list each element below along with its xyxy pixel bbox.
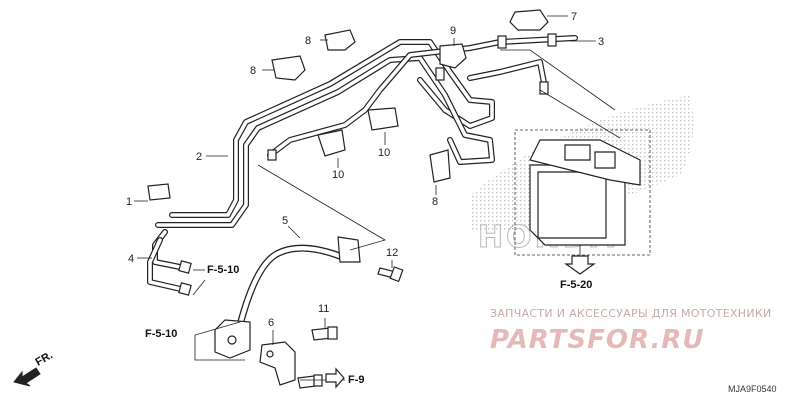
callout-9: 9 [450, 25, 456, 37]
callout-7: 7 [571, 11, 577, 23]
brake-hose [214, 236, 361, 359]
brake-pipe-bundle [155, 35, 578, 228]
pipe-fittings [267, 33, 557, 161]
callout-2: 2 [196, 151, 202, 163]
callout-10a: 10 [332, 169, 344, 181]
ref-f-5-10-lower: F-5-10 [145, 328, 177, 340]
front-label: FR. [34, 349, 55, 368]
abs-modulator [514, 129, 651, 256]
callout-12: 12 [386, 247, 398, 259]
ref-f-5-20: F-5-20 [560, 279, 592, 291]
down-arrow-icon [564, 255, 596, 275]
watermark-tagline: ЗАПЧАСТИ И АКСЕССУАРЫ ДЛЯ МОТОТЕХНИКИ [490, 307, 772, 320]
reference-arrows [13, 255, 596, 389]
callout-8a: 8 [305, 35, 311, 47]
leader-lines [134, 15, 621, 381]
callout-8b: 8 [250, 65, 256, 77]
site-watermark: ЗАПЧАСТИ И АКСЕССУАРЫ ДЛЯ МОТОТЕХНИКИ PA… [490, 307, 772, 355]
pipe-clamps [147, 9, 549, 201]
ref-f-5-10-upper: F-5-10 [207, 264, 239, 276]
callout-6: 6 [268, 317, 274, 329]
callout-11: 11 [318, 303, 329, 315]
part-code: MJA9F0540 [728, 384, 777, 394]
front-arrow-icon [13, 367, 41, 387]
watermark-logo-text: PARTSFOR.RU [490, 325, 704, 355]
callout-1: 1 [126, 196, 132, 208]
brake-pipe-lower [147, 229, 192, 296]
hose-bracket [259, 341, 296, 386]
bolts [297, 266, 404, 389]
callout-5: 5 [282, 215, 288, 227]
callout-8c: 8 [432, 196, 438, 208]
callout-numbers: 1 2 3 4 5 6 7 8 8 8 9 10 10 11 12 [126, 11, 604, 329]
callout-10b: 10 [378, 147, 390, 159]
right-arrow-icon [325, 367, 345, 389]
callout-4: 4 [128, 253, 134, 265]
ref-f-9: F-9 [348, 374, 365, 386]
callout-3: 3 [598, 36, 604, 48]
